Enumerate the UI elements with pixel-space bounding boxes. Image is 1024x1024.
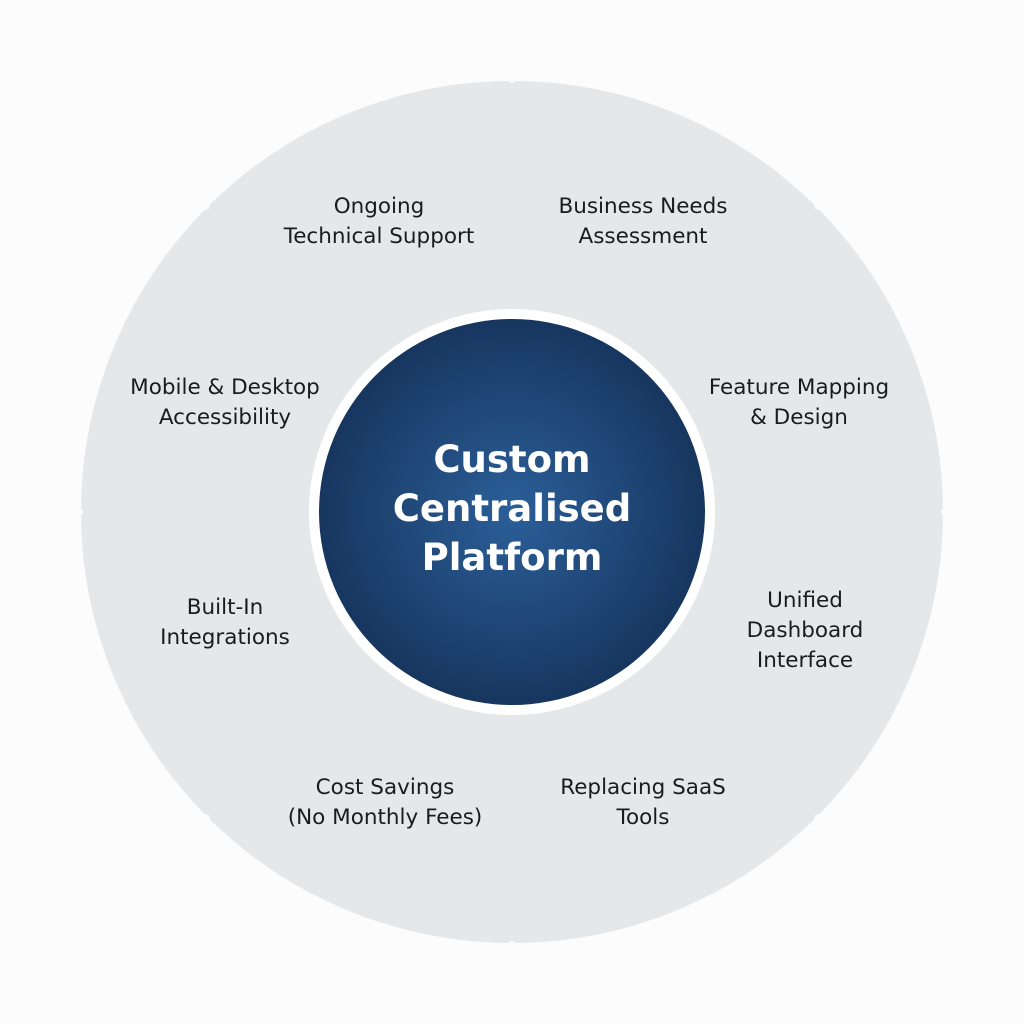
segment-label-line: Dashboard: [746, 618, 864, 643]
segment-label-unified-dashboard: Unified Dashboard Interface: [685, 586, 925, 676]
segment-label-cost-savings: Cost Savings (No Monthly Fees): [265, 773, 505, 833]
segment-label-line: Built-In: [186, 595, 264, 620]
segment-label-line: Ongoing: [333, 194, 425, 219]
segment-label-built-in-integrations: Built-In Integrations: [105, 593, 345, 653]
center-title: Custom Centralised Platform: [312, 308, 712, 708]
segment-label-line: Accessibility: [158, 405, 292, 430]
center-title-line: Centralised: [392, 486, 632, 530]
segment-label-line: Assessment: [578, 224, 708, 249]
segment-label-replacing-saas: Replacing SaaS Tools: [523, 773, 763, 833]
segment-label-line: & Design: [750, 405, 848, 430]
segment-label-line: Cost Savings: [315, 775, 455, 800]
segment-label-mobile-desktop: Mobile & Desktop Accessibility: [105, 373, 345, 433]
segment-label-line: Integrations: [160, 625, 290, 650]
segment-label-line: Unified: [767, 588, 843, 613]
segment-label-line: Business Needs: [558, 194, 728, 219]
segment-label-line: Mobile & Desktop: [130, 375, 320, 400]
segment-label-business-needs: Business Needs Assessment: [523, 192, 763, 252]
center-title-line: Platform: [421, 535, 603, 579]
segment-label-line: Technical Support: [283, 224, 475, 249]
segment-label-line: Tools: [616, 805, 670, 830]
segment-label-line: Feature Mapping: [708, 375, 890, 400]
center-circle: [319, 319, 705, 705]
segment-label-line: Replacing SaaS: [560, 775, 726, 800]
segment-label-line: Interface: [756, 648, 854, 673]
center-title-line: Custom: [433, 437, 591, 481]
segment-label-feature-mapping: Feature Mapping & Design: [679, 373, 919, 433]
segment-label-ongoing-support: Ongoing Technical Support: [259, 192, 499, 252]
segment-label-line: (No Monthly Fees): [287, 805, 483, 830]
